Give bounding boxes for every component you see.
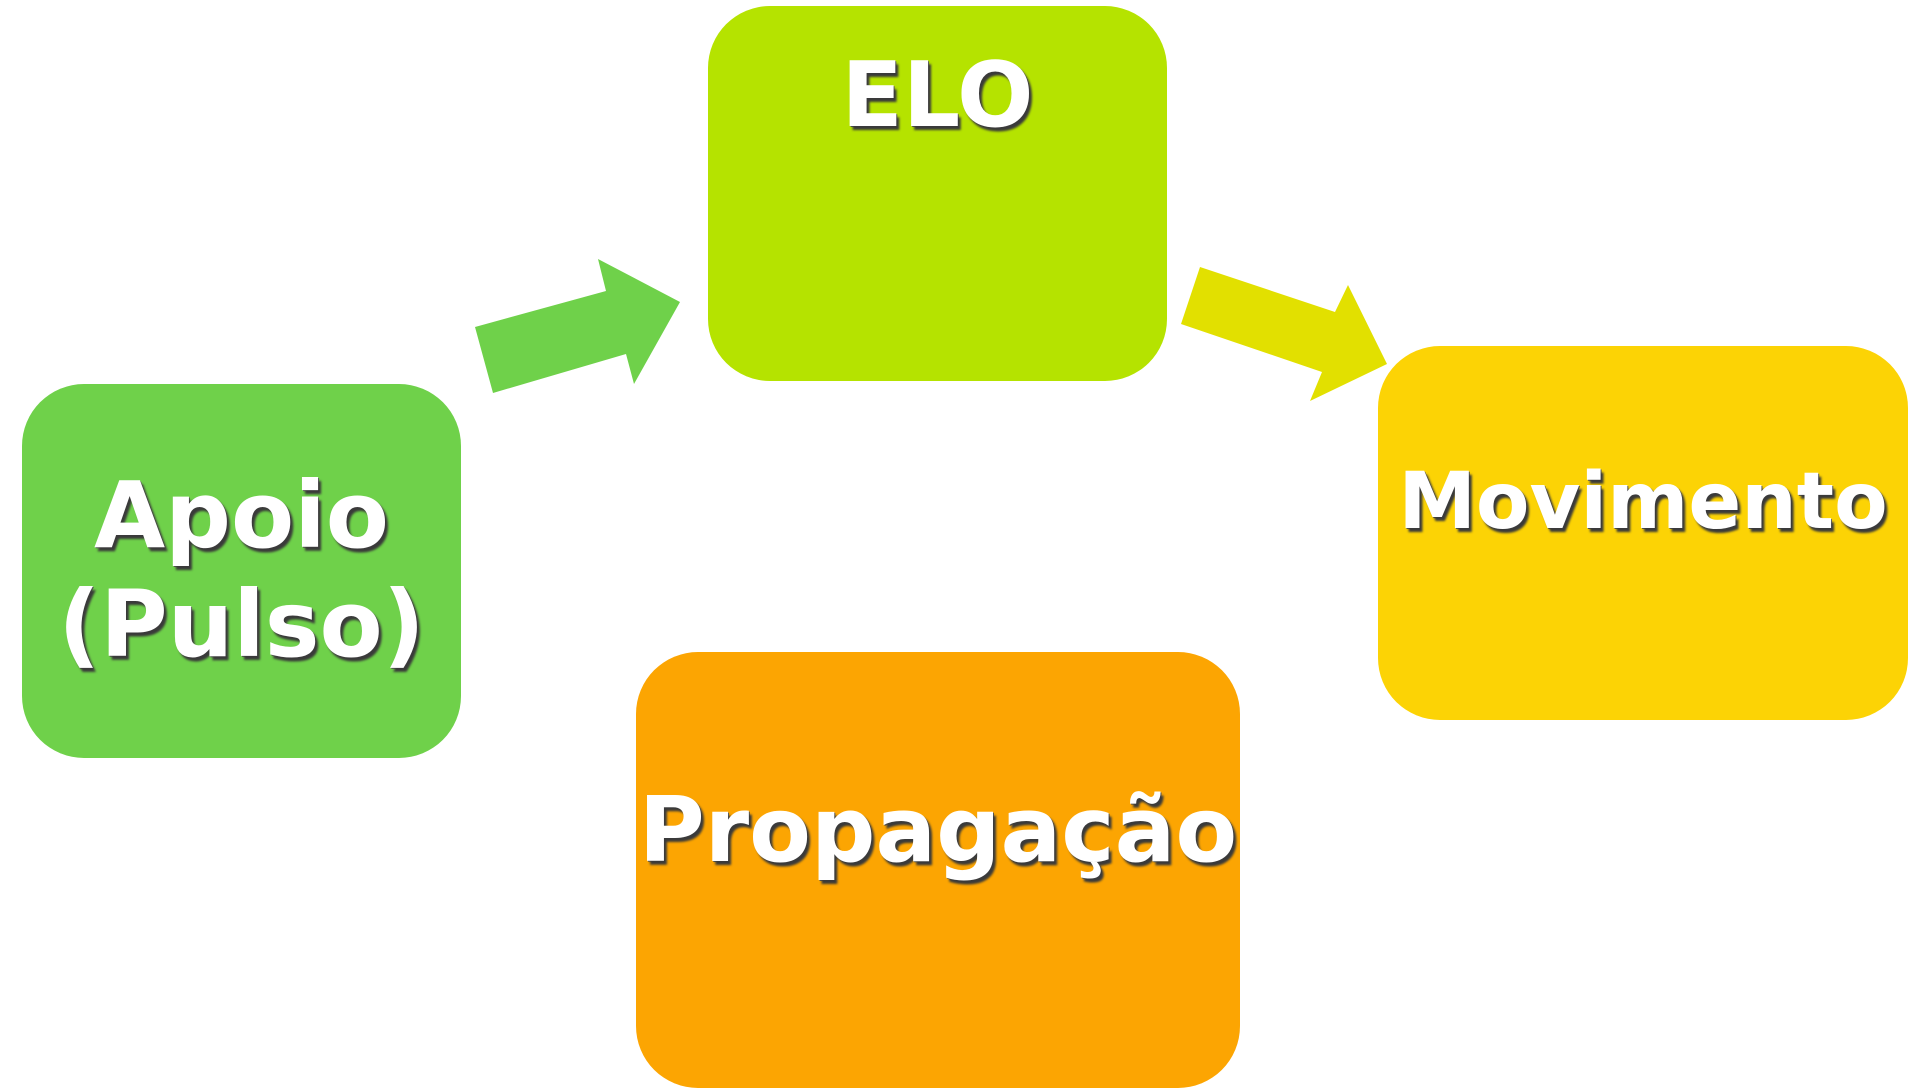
node-elo: ELO: [708, 6, 1167, 381]
node-elo-label: ELO: [841, 42, 1034, 148]
arrow-elo-to-movimento: [1181, 267, 1387, 401]
node-apoio-label: Apoio (Pulso): [58, 462, 425, 679]
node-propagacao: Propagação: [636, 652, 1240, 1088]
arrow-apoio-to-elo: [475, 259, 680, 393]
node-propagacao-label: Propagação: [638, 777, 1238, 883]
node-apoio: Apoio (Pulso): [22, 384, 461, 758]
node-apoio-line-2: (Pulso): [58, 571, 425, 678]
node-movimento: Movimento: [1378, 346, 1908, 720]
node-apoio-line-1: Apoio: [93, 462, 389, 570]
node-movimento-label: Movimento: [1398, 456, 1888, 547]
